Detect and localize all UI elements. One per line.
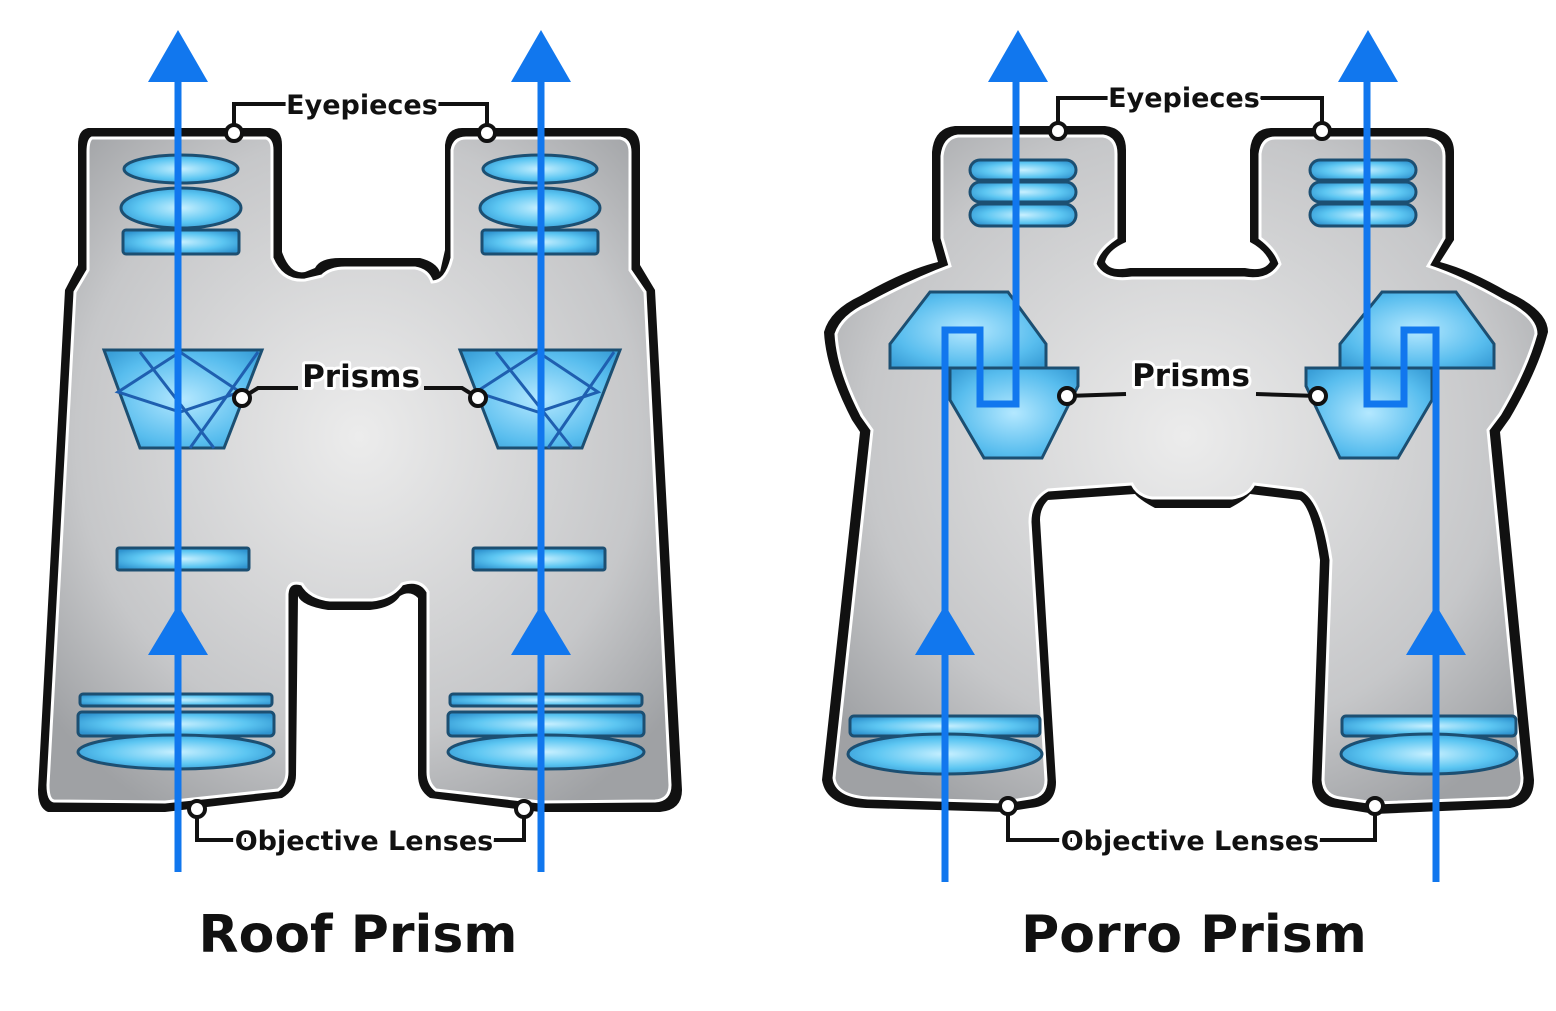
roof-prisms-label: Prisms bbox=[302, 359, 420, 395]
roof-prism-diagram: Eyepieces Prisms Objective Lenses Roof P… bbox=[38, 30, 682, 965]
roof-objective-callout: Objective Lenses bbox=[187, 799, 534, 860]
up-arrow-icon bbox=[1406, 605, 1466, 655]
up-arrow-icon bbox=[511, 605, 571, 655]
up-arrow-icon bbox=[148, 605, 208, 655]
up-arrow-icon bbox=[915, 605, 975, 655]
roof-objective-lenses-label: Objective Lenses bbox=[235, 826, 494, 857]
roof-right-objective-lenses bbox=[446, 692, 646, 771]
porro-objective-callout: Objective Lenses bbox=[998, 796, 1385, 860]
up-arrow-icon bbox=[511, 30, 571, 82]
porro-prisms-callout: Prisms bbox=[1057, 355, 1328, 406]
porro-prisms-label: Prisms bbox=[1132, 358, 1250, 394]
roof-light-rays bbox=[148, 30, 571, 872]
porro-light-rays bbox=[915, 30, 1466, 882]
roof-prism-title: Roof Prism bbox=[199, 905, 518, 965]
porro-eyepieces-label: Eyepieces bbox=[1108, 83, 1260, 114]
up-arrow-icon bbox=[148, 30, 208, 82]
porro-right-objective-lenses bbox=[1339, 714, 1519, 776]
porro-prism-title: Porro Prism bbox=[1021, 905, 1367, 965]
porro-eyepieces-callout: Eyepieces bbox=[1048, 80, 1332, 141]
roof-eyepieces-callout: Eyepieces bbox=[224, 87, 497, 143]
up-arrow-icon bbox=[1338, 30, 1398, 82]
porro-right-eyepiece-lenses bbox=[1308, 158, 1418, 228]
roof-prisms-callout: Prisms bbox=[232, 356, 488, 408]
porro-prism-diagram: Eyepieces Prisms Objective Lenses Porro … bbox=[822, 30, 1548, 965]
porro-left-eyepiece-lenses bbox=[968, 158, 1078, 228]
porro-objective-lenses-label: Objective Lenses bbox=[1061, 826, 1320, 857]
up-arrow-icon bbox=[988, 30, 1048, 82]
roof-left-prism bbox=[101, 348, 265, 450]
roof-eyepieces-label: Eyepieces bbox=[286, 90, 438, 121]
